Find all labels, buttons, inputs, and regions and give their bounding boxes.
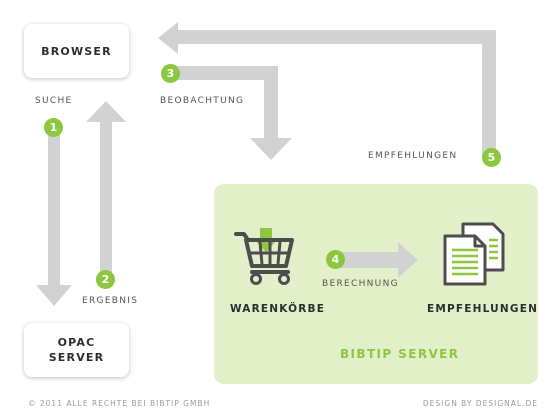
arrow-empfehlungen-return <box>158 22 496 158</box>
shopping-cart-icon <box>234 228 294 285</box>
step-badge-5: 5 <box>482 148 501 167</box>
opac-server-node: OPAC SERVER <box>24 323 129 377</box>
bibtip-server-title: BIBTIP SERVER <box>340 347 460 361</box>
arrow-berechnung <box>338 242 418 278</box>
arrow-beobachtung <box>168 66 292 160</box>
footer-design-credit: DESIGN BY DESIGNAL.DE <box>422 399 538 408</box>
label-berechnung: BERECHNUNG <box>322 279 399 289</box>
label-suche: SUCHE <box>35 96 73 106</box>
label-ergebnis: ERGEBNIS <box>82 296 139 306</box>
browser-node: BROWSER <box>24 24 129 78</box>
opac-label-line1: OPAC <box>57 336 96 349</box>
label-beobachtung: BEOBACHTUNG <box>160 96 245 106</box>
label-empfehlungen: EMPFEHLUNGEN <box>427 303 539 315</box>
label-empfehlungen-flow: EMPFEHLUNGEN <box>368 151 458 161</box>
step-badge-2: 2 <box>96 270 115 289</box>
label-warenkoerbe: WARENKÖRBE <box>230 303 326 315</box>
opac-label-line2: SERVER <box>48 351 105 364</box>
step-badge-1: 1 <box>44 118 63 137</box>
arrow-ergebnis <box>86 101 126 285</box>
step-badge-4: 4 <box>326 250 345 269</box>
documents-icon <box>443 222 505 286</box>
arrow-suche <box>36 120 72 306</box>
footer-copyright: © 2011 ALLE RECHTE BEI BIBTIP GMBH <box>28 399 211 408</box>
step-badge-3: 3 <box>161 64 180 83</box>
browser-label: BROWSER <box>41 44 112 58</box>
